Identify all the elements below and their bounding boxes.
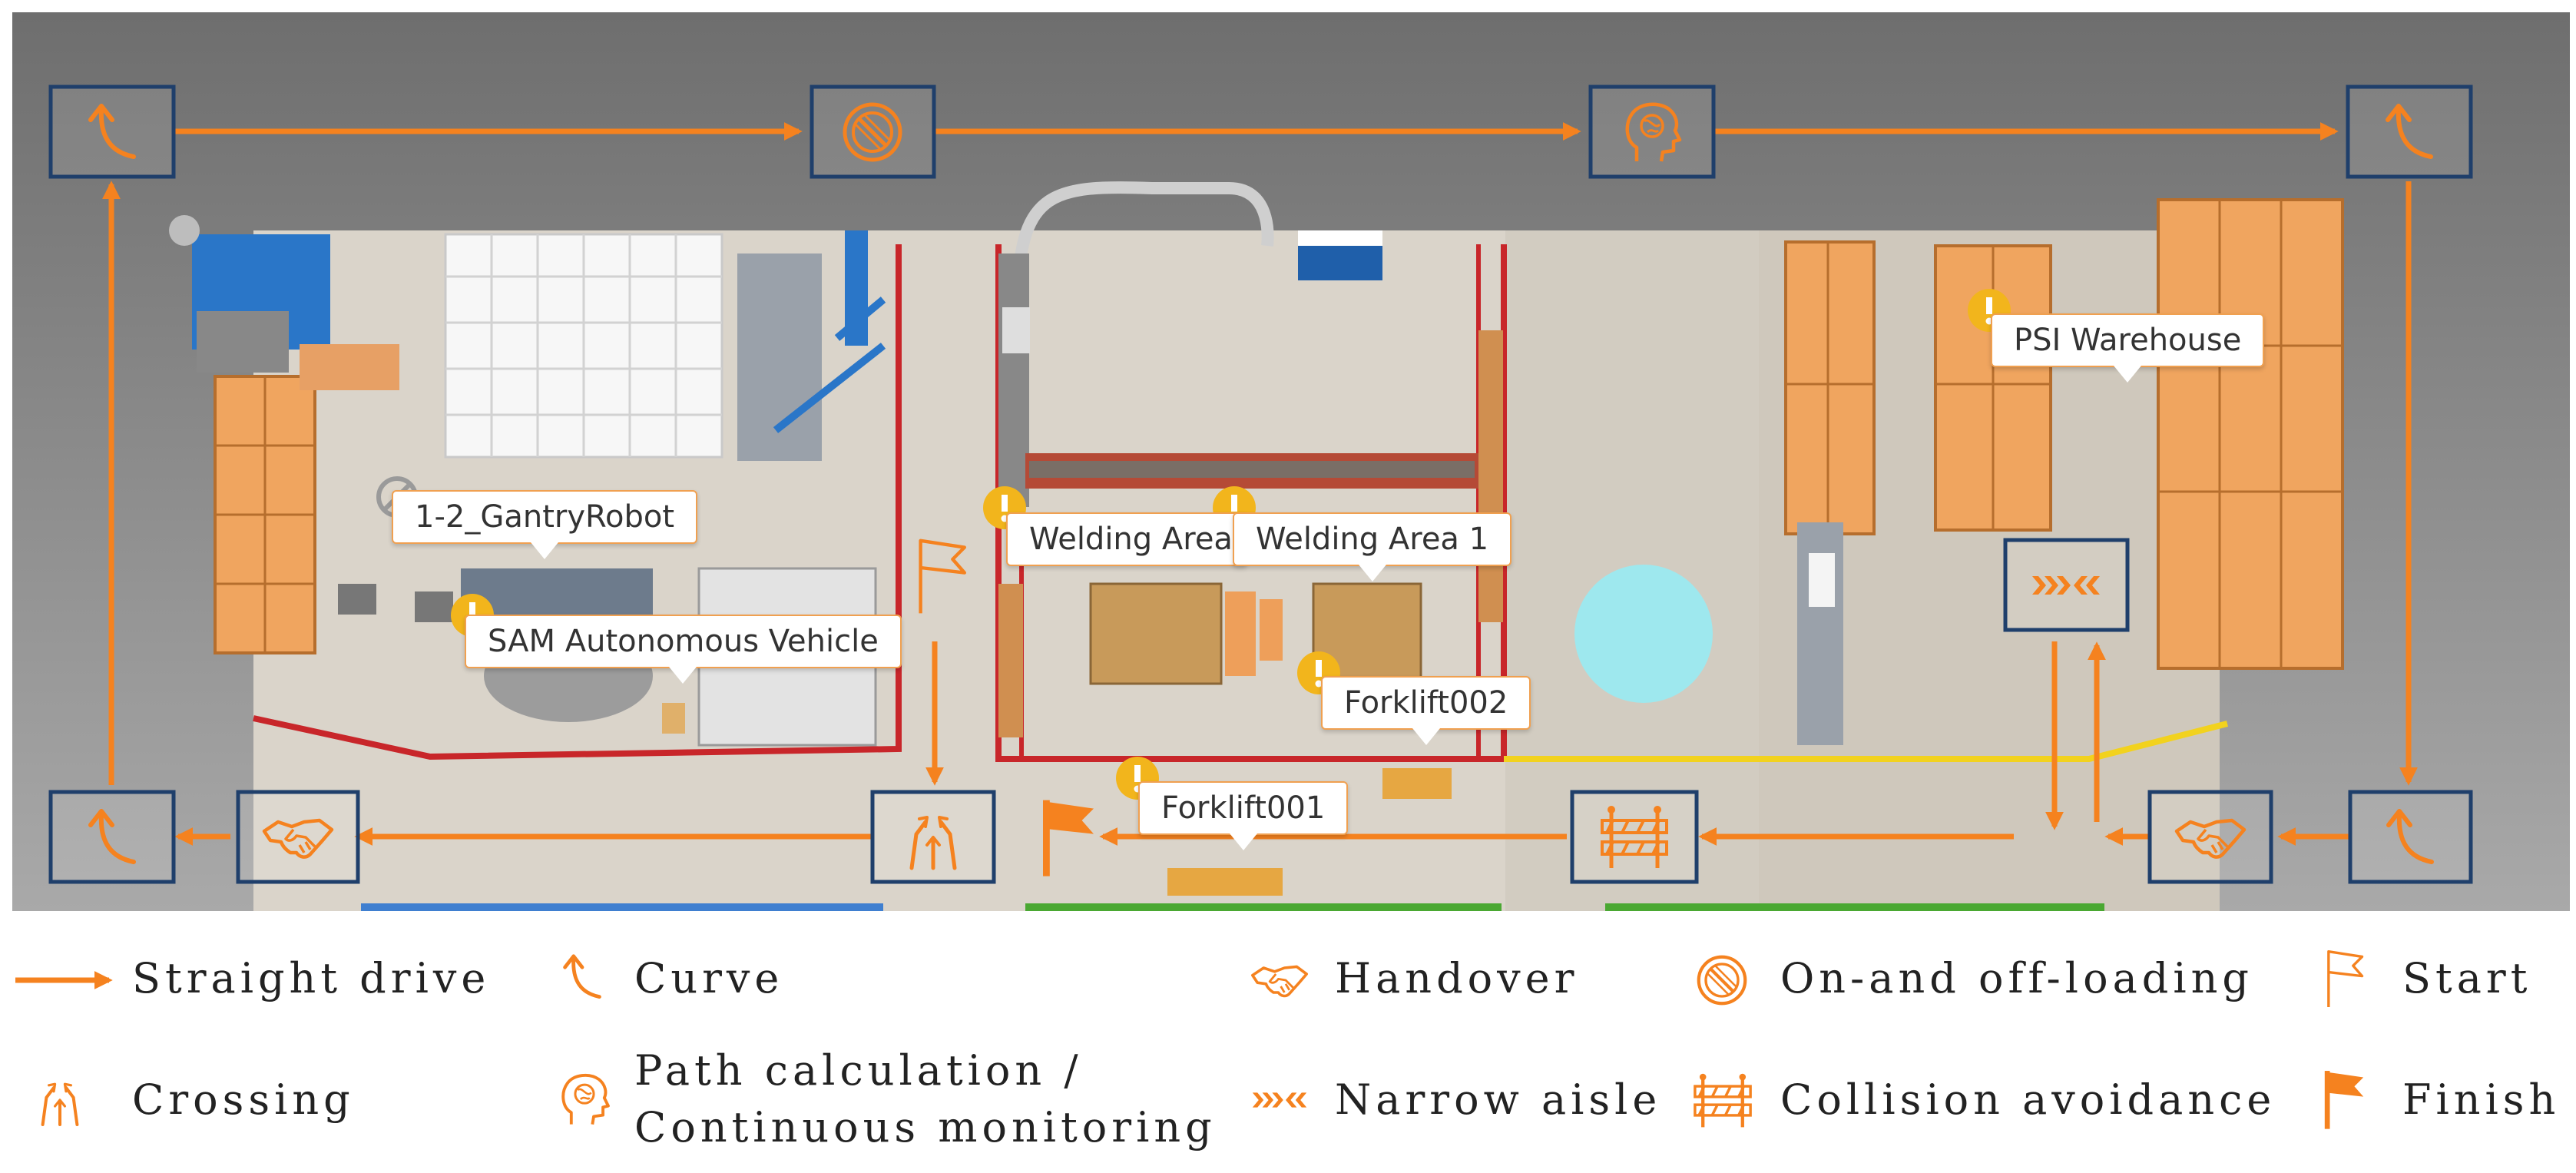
welding-area-1-label: Welding Area 1	[1233, 512, 1512, 582]
legend-narrow-aisle: Narrow aisle	[1335, 1075, 1662, 1124]
forklift-002-label: Forklift002	[1321, 676, 1531, 745]
legend-continuous-monitoring: Continuous monitoring	[634, 1103, 1217, 1151]
finish-flag-icon	[2324, 1071, 2364, 1129]
narrow-aisle-icon	[1252, 1092, 1307, 1108]
path-calculation-icon	[561, 1073, 610, 1126]
legend	[15, 949, 2364, 1129]
start-flag-icon	[2326, 949, 2364, 1009]
legend-finish: Finish	[2402, 1075, 2561, 1124]
legend-collision-avoidance: Collision avoidance	[1780, 1075, 2276, 1124]
forklift-001-label: Forklift001	[1138, 781, 1349, 850]
on-off-loading-icon	[845, 104, 900, 160]
legend-on-off-loading: On-and off-loading	[1780, 954, 2253, 1002]
handover-icon	[1253, 966, 1306, 996]
legend-handover: Handover	[1335, 954, 1579, 1002]
legend-path-calculation: Path calculation /	[634, 1046, 1083, 1095]
legend-straight-drive: Straight drive	[132, 954, 491, 1002]
psi-warehouse-label: PSI Warehouse	[1991, 313, 2265, 383]
legend-start: Start	[2402, 954, 2532, 1002]
gantry-robot-label: 1-2_GantryRobot	[392, 490, 698, 559]
legend-curve: Curve	[634, 954, 784, 1002]
legend-crossing: Crossing	[132, 1075, 355, 1124]
curve-icon	[565, 956, 600, 997]
collision-avoidance-icon	[1695, 1074, 1750, 1128]
crossing-icon	[41, 1082, 79, 1126]
on-off-loading-icon	[1699, 957, 1745, 1003]
sam-vehicle-label: SAM Autonomous Vehicle	[465, 615, 902, 684]
welding-area-2-label: Welding Area 2	[1006, 512, 1247, 566]
